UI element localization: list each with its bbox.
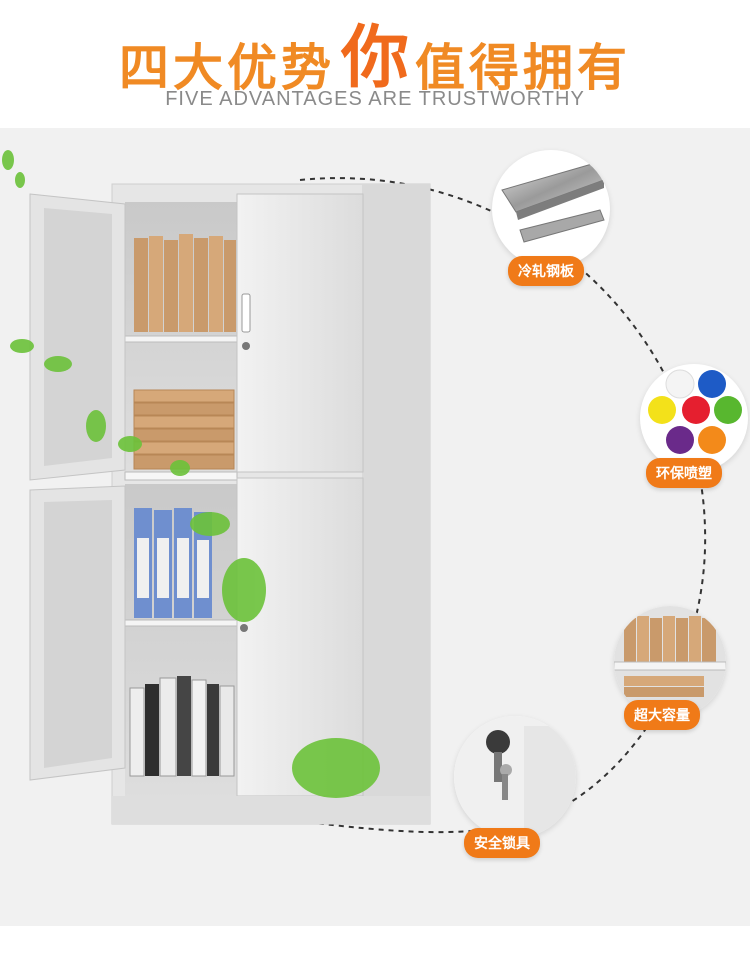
page-title: 四大优势你值得拥有	[0, 0, 750, 99]
title-highlight: 你	[340, 19, 409, 98]
lock-key-icon	[454, 716, 576, 838]
feature-capacity-image	[614, 606, 726, 718]
large-capacity-icon	[614, 606, 726, 718]
feature-badge-steel: 冷轧钢板	[508, 256, 584, 286]
product-illustration	[2, 150, 707, 834]
title-part-1: 四大优势	[118, 39, 335, 97]
powder-paint-icon	[648, 369, 742, 454]
stacked-boxes	[133, 389, 235, 470]
feature-lock-image	[454, 716, 576, 838]
product-stage: 冷轧钢板 环保喷塑 超大容量	[0, 128, 750, 926]
header: 四大优势你值得拥有 FIVE ADVANTAGES ARE TRUSTWORTH…	[0, 0, 750, 128]
title-part-2: 值得拥有	[415, 39, 631, 97]
feature-steel-image	[492, 150, 610, 268]
feature-badge-paint: 环保喷塑	[646, 458, 722, 488]
feature-paint-image	[640, 364, 748, 472]
leaves-decoration	[2, 150, 380, 798]
page-subtitle: FIVE ADVANTAGES ARE TRUSTWORTHY	[165, 88, 585, 110]
feature-badge-capacity: 超大容量	[624, 700, 700, 730]
books-top	[134, 234, 236, 332]
feature-badge-lock: 安全锁具	[464, 828, 540, 858]
footer	[0, 926, 750, 956]
books-bottom	[129, 676, 235, 777]
steel-plate-icon	[501, 163, 605, 243]
binders	[134, 508, 212, 618]
open-doors	[29, 193, 126, 781]
